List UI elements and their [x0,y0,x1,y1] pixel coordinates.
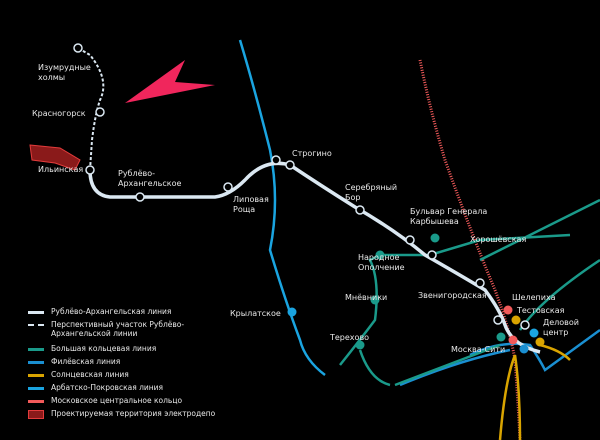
bkl-line [339,198,600,387]
legend-swatch [28,410,44,419]
legend-label: Арбатско-Покровская линия [51,383,164,392]
station-label-ilinskaya: Ильинская [38,165,83,174]
rublevo-prospective-line [77,47,105,171]
solntsevskaya-line [498,343,571,440]
legend-item: Проектируемая территория электродепо [28,409,221,422]
arbatsko-line [238,39,326,376]
legend-item: Филёвская линия [28,357,221,370]
legend-item: Солнцевская линия [28,370,221,383]
station-label-zvenigorodskaya: Звенигородская [418,291,487,300]
station-label-testovskaya: Тестовская [516,306,565,315]
legend-label: Рублёво-Архангельская линия [51,307,172,316]
legend-item: Арбатско-Покровская линия [28,383,221,396]
transfer-markers [287,233,545,354]
legend-item: Рублёво-Архангельская линия [28,307,221,320]
station-markers [73,43,530,330]
mck-line [418,59,522,440]
station-label-moskva-siti: Москва-Сити [451,345,505,354]
legend-label: Солнцевская линия [51,370,129,379]
depot-area [29,144,81,171]
legend-label: Проектируемая территория электродепо [51,409,216,418]
station-label-krasnogorsk: Красногорск [32,109,86,118]
legend-swatch [28,374,44,377]
legend-label: Московское центральное кольцо [51,396,183,405]
legend-swatch [28,361,44,364]
station-label-strogino: Строгино [292,149,332,158]
legend-swatch [28,348,44,351]
legend-swatch [28,324,44,326]
legend-swatch [28,387,44,390]
arrow-icon [125,60,215,103]
station-label-krylatskoe: Крылатское [230,309,281,318]
station-label-terekhovo: Терехово [329,333,369,342]
station-label-khoroshevskaya: Хорошёвская [470,235,526,244]
legend-label: Перспективный участок Рублёво-Архангельс… [51,320,185,338]
station-label-shelepikha: Шелепиха [512,293,556,302]
legend-item: Большая кольцевая линия [28,344,221,357]
rublevo-line [88,161,541,354]
legend-label: Большая кольцевая линия [51,344,157,353]
station-label-rublevo: Рублёво-Архангельское [118,169,181,188]
legend-swatch [28,311,44,314]
legend-label: Филёвская линия [51,357,121,366]
legend-item: Перспективный участок Рублёво-Архангельс… [28,320,221,344]
filevskaya-line [399,328,600,387]
legend-swatch [28,400,44,403]
legend-item: Московское центральное кольцо [28,396,221,409]
station-label-mnevniki: Мнёвники [345,293,387,302]
